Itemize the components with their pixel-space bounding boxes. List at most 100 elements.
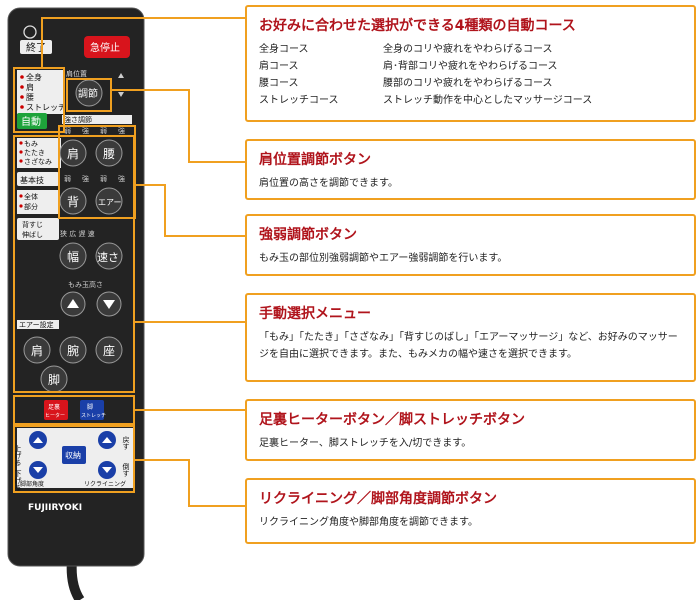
connector-auto: [41, 17, 245, 68]
auto-mode-label: 肩: [26, 82, 34, 92]
emergency-stop-label: 急停止: [90, 41, 120, 54]
back-stretch-button[interactable]: 背すじ 伸ばし: [17, 218, 59, 240]
strength-weak-label: 弱: [100, 127, 107, 135]
area-mode-label: 部分: [24, 202, 38, 211]
leg-up-button[interactable]: [29, 431, 47, 449]
callout-strength-adjust: 強弱調節ボタン もみ玉の部位別強弱調節やエアー強弱調節を行います。: [245, 214, 696, 276]
recline-tilt-button[interactable]: [98, 461, 116, 479]
waist-strength-label: 腰: [103, 147, 115, 161]
power-button[interactable]: [23, 25, 37, 39]
air-arm-button[interactable]: 腕: [59, 336, 87, 364]
basic-technique-button[interactable]: 基本技: [17, 172, 59, 186]
callout-title: 手動選択メニュー: [259, 306, 371, 322]
air-seat-label: 座: [103, 343, 115, 358]
callout-title: 強弱調節ボタン: [259, 227, 357, 243]
course-row: 全身コース 全身のコリや疲れをやわらげるコース: [259, 41, 682, 58]
highlight-manual: [13, 135, 135, 393]
leg-stretch-label: 脚: [87, 403, 93, 411]
air-shoulder-label: 肩: [31, 343, 43, 358]
callout-auto-course: お好みに合わせた選択ができる4種類の自動コース 全身コース 全身のコリや疲れをや…: [245, 5, 696, 122]
back-stretch-label: 背すじ: [22, 220, 43, 229]
manual-mode-panel: [17, 138, 61, 168]
course-desc: ストレッチ動作を中心としたマッサージコース: [383, 95, 593, 106]
strength-strong-label: 強: [118, 127, 125, 135]
basic-technique-label: 基本技: [20, 175, 44, 185]
storage-button[interactable]: 収納: [62, 446, 86, 464]
foot-heater-button[interactable]: 足裏 ヒーター: [44, 400, 68, 420]
callout-desc: リクライニング角度や脚部角度を調節できます。: [259, 517, 478, 528]
foot-heater-label: ヒーター: [45, 412, 65, 419]
leg-stretch-label: ストレッチ: [81, 413, 106, 419]
momi-down-button[interactable]: [96, 291, 122, 317]
shoulder-adjust-button[interactable]: 調節: [75, 79, 103, 107]
area-mode-label: 全体: [24, 192, 38, 201]
course-name: 全身コース: [259, 44, 309, 55]
strength-caption: 強さ調節: [64, 115, 92, 124]
strength-strong-label: 強: [82, 127, 89, 135]
air-arm-label: 腕: [67, 343, 79, 358]
recline-return-button[interactable]: [98, 431, 116, 449]
course-row: 肩コース 肩･背部コリや疲れをやわらげるコース: [259, 58, 682, 75]
recline-return-icon: [102, 437, 112, 443]
leg-up-label: 上げる: [14, 444, 22, 466]
manual-mode-label: もみ: [24, 140, 38, 148]
end-button[interactable]: 終了: [20, 40, 52, 54]
callout-title: 足裏ヒーターボタン／脚ストレッチボタン: [259, 412, 525, 428]
callout-manual-menu: 手動選択メニュー 「もみ」「たたき」「さざなみ」「背すじのばし」「エアーマッサー…: [245, 293, 696, 382]
speed-button[interactable]: 速さ: [95, 242, 123, 270]
back-strength-label: 背: [67, 195, 79, 209]
strength-weak-label: 弱: [100, 175, 107, 183]
course-desc: 腰部のコリや疲れをやわらげるコース: [383, 78, 553, 89]
waist-strength-button[interactable]: 腰: [95, 139, 123, 167]
width-button-label: 幅: [67, 249, 79, 264]
connector-shoulder: [111, 89, 245, 163]
up-triangle-icon: [67, 299, 79, 308]
foot-heater-label: 足裏: [48, 403, 60, 411]
auto-button[interactable]: 自動: [17, 113, 47, 129]
air-strength-label: エアー: [98, 198, 122, 207]
strength-strong-label: 強: [82, 175, 89, 183]
strength-weak-label: 弱: [64, 127, 71, 135]
leg-down-icon: [33, 467, 43, 473]
connector-strength: [135, 184, 245, 237]
shoulder-adjust-label: 調節: [78, 87, 98, 100]
auto-button-label: 自動: [21, 115, 41, 128]
course-row: ストレッチコース ストレッチ動作を中心としたマッサージコース: [259, 92, 682, 109]
leg-stretch-button[interactable]: 脚 ストレッチ: [80, 400, 106, 420]
callout-reclining: リクライニング／脚部角度調節ボタン リクライニング角度や脚部角度を調節できます。: [245, 478, 696, 544]
emergency-stop-button[interactable]: 急停止: [84, 36, 130, 58]
down-triangle-icon: [103, 300, 115, 309]
shoulder-strength-button[interactable]: 肩: [59, 139, 87, 167]
callout-title: お好みに合わせた選択ができる4種類の自動コース: [259, 18, 576, 34]
shoulder-pos-caption: 肩位置: [66, 69, 87, 78]
width-speed-caption: 狭 広 遅 速: [60, 229, 95, 238]
air-leg-button[interactable]: 脚: [40, 365, 68, 393]
storage-label: 収納: [65, 450, 81, 460]
leg-down-button[interactable]: [29, 461, 47, 479]
width-button[interactable]: 幅: [59, 242, 87, 270]
back-stretch-label: 伸ばし: [22, 230, 43, 239]
callout-desc: 「もみ」「たたき」「さざなみ」「背すじのばし」「エアーマッサージ」など、お好みの…: [259, 332, 678, 360]
highlight-shoulder-adjust: [66, 78, 112, 112]
recline-tilt-icon: [102, 467, 112, 473]
power-icon: [23, 25, 37, 39]
callout-desc: 肩位置の高さを調節できます。: [259, 178, 398, 189]
momi-up-button[interactable]: [60, 291, 86, 317]
air-leg-label: 脚: [48, 372, 60, 387]
air-seat-button[interactable]: 座: [95, 336, 123, 364]
brand-logo: FUJIIRYOKI: [28, 503, 82, 513]
connector-lines: [41, 17, 245, 507]
callout-title: 肩位置調節ボタン: [259, 152, 371, 168]
air-shoulder-button[interactable]: 肩: [23, 336, 51, 364]
strength-weak-label: 弱: [64, 175, 71, 183]
auto-mode-label: 全身: [26, 72, 42, 82]
air-strength-button[interactable]: エアー: [95, 187, 123, 215]
callout-title: リクライニング／脚部角度調節ボタン: [259, 491, 497, 507]
course-name: 腰コース: [259, 78, 299, 89]
area-panel: [17, 190, 59, 214]
course-name: 肩コース: [259, 61, 299, 72]
back-strength-button[interactable]: 背: [59, 187, 87, 215]
highlight-auto: [13, 67, 65, 133]
course-name: ストレッチコース: [259, 95, 339, 106]
